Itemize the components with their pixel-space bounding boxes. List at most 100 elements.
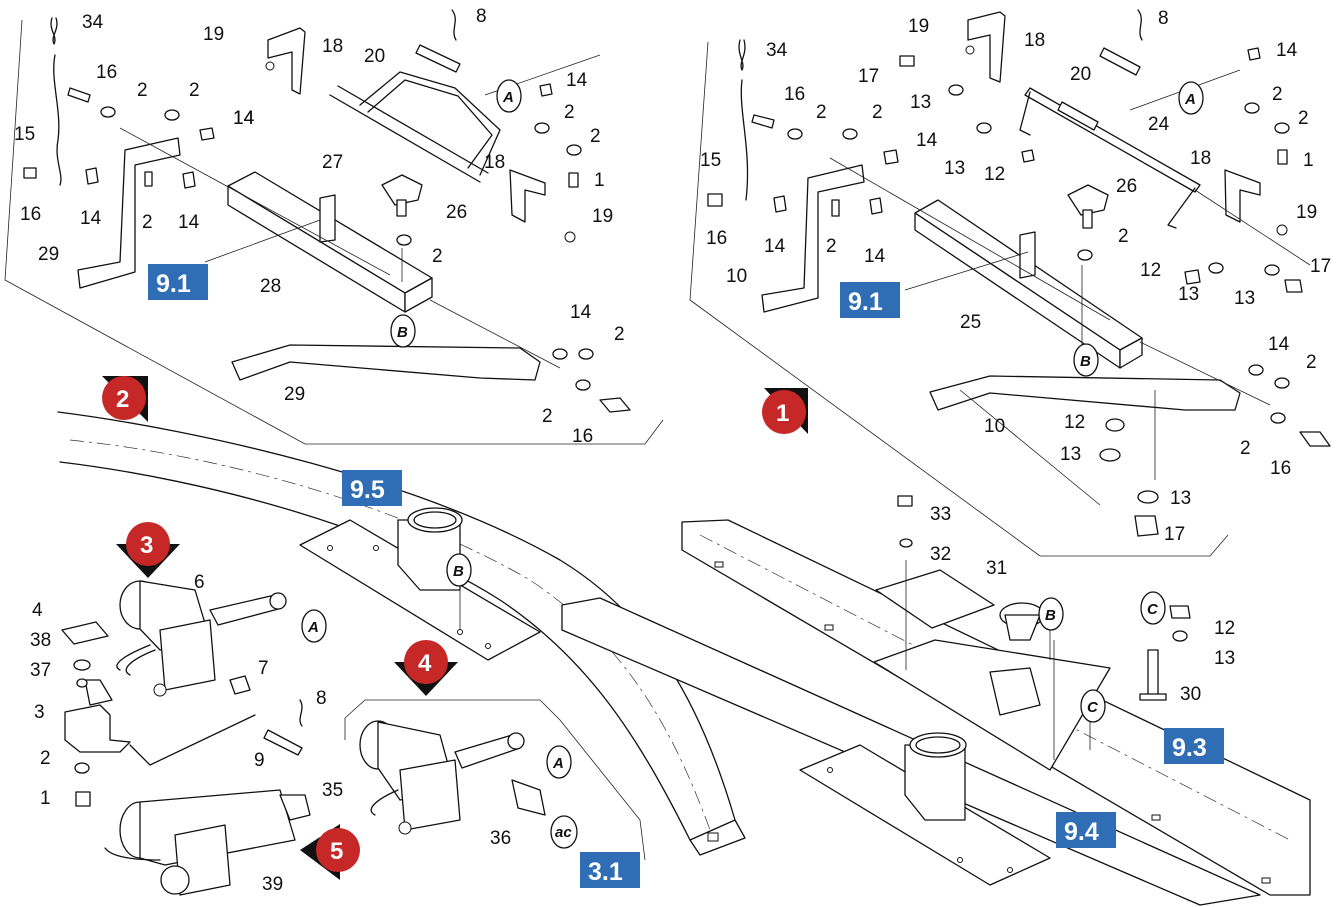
callout: 2 bbox=[1272, 84, 1283, 105]
assembly-frame-left bbox=[4, 19, 664, 445]
callout: 14 bbox=[233, 108, 255, 129]
callout: 27 bbox=[322, 152, 343, 173]
callout: 12 bbox=[1140, 260, 1161, 281]
callout: 9 bbox=[254, 750, 265, 771]
callout: 2 bbox=[189, 80, 200, 101]
callout: 26 bbox=[446, 202, 467, 223]
callout: 14 bbox=[916, 130, 938, 151]
ref-box-9-1-left[interactable]: 9.1 bbox=[148, 264, 208, 300]
callout: 39 bbox=[262, 874, 283, 895]
callout: 10 bbox=[726, 266, 747, 287]
callout: 19 bbox=[1296, 202, 1317, 223]
callout: 1 bbox=[1303, 150, 1314, 171]
marker-a-left: A bbox=[496, 79, 522, 113]
step-badge-1: 1 bbox=[762, 388, 808, 434]
marker-b-plate: B bbox=[1038, 597, 1064, 631]
callout: 14 bbox=[178, 212, 200, 233]
callout: 18 bbox=[1024, 30, 1045, 51]
callout: 35 bbox=[322, 780, 343, 801]
ref-box-9-4[interactable]: 9.4 bbox=[1056, 812, 1116, 848]
marker-a-right: A bbox=[1178, 81, 1204, 115]
assembly-frame-right bbox=[689, 41, 1229, 557]
callout: 7 bbox=[258, 658, 269, 679]
svg-text:3: 3 bbox=[140, 532, 153, 559]
svg-text:C: C bbox=[1147, 601, 1159, 618]
callout: 24 bbox=[1148, 114, 1170, 135]
callout: 2 bbox=[564, 102, 575, 123]
ref-box-9-5[interactable]: 9.5 bbox=[342, 470, 402, 506]
callout: 16 bbox=[572, 426, 593, 447]
callout: 13 bbox=[1178, 284, 1199, 305]
callout: 26 bbox=[1116, 176, 1137, 197]
callout: 2 bbox=[137, 80, 148, 101]
callout-numbers: 34 16 2 2 14 15 14 16 14 2 14 29 19 18 2… bbox=[14, 6, 1331, 895]
callout: 14 bbox=[1268, 334, 1290, 355]
svg-text:A: A bbox=[552, 755, 564, 772]
ref-box-3-1[interactable]: 3.1 bbox=[580, 852, 640, 888]
callout: 28 bbox=[260, 276, 281, 297]
callout: 15 bbox=[700, 150, 721, 171]
callout: 2 bbox=[826, 236, 837, 257]
callout: 2 bbox=[432, 246, 443, 267]
step-badge-5: 5 bbox=[300, 824, 360, 880]
callout: 18 bbox=[322, 36, 343, 57]
callout: 14 bbox=[233, 108, 255, 129]
callout: 34 bbox=[766, 40, 788, 61]
callout: 13 bbox=[910, 92, 931, 113]
callout: 2 bbox=[816, 102, 827, 123]
callout: 19 bbox=[592, 206, 613, 227]
callout: 17 bbox=[1164, 524, 1185, 545]
callout: 30 bbox=[1180, 684, 1201, 705]
callout: 18 bbox=[484, 152, 505, 173]
marker-c-plate: C bbox=[1080, 689, 1106, 723]
callout: 16 bbox=[96, 62, 117, 83]
callout: 12 bbox=[1214, 618, 1235, 639]
callout: 31 bbox=[986, 558, 1007, 579]
assembly-frame-motor bbox=[344, 699, 646, 861]
svg-text:9.4: 9.4 bbox=[1064, 818, 1099, 846]
svg-text:9.1: 9.1 bbox=[156, 270, 191, 298]
callout: 37 bbox=[30, 660, 51, 681]
svg-text:2: 2 bbox=[116, 386, 129, 413]
callout: 13 bbox=[1060, 444, 1081, 465]
ref-box-9-1-right[interactable]: 9.1 bbox=[840, 282, 900, 318]
svg-text:C: C bbox=[1087, 699, 1099, 716]
svg-text:B: B bbox=[453, 563, 464, 580]
svg-text:A: A bbox=[1184, 91, 1196, 108]
callout: 20 bbox=[1070, 64, 1091, 85]
callout: 14 bbox=[1276, 40, 1298, 61]
marker-b-left: B bbox=[390, 314, 416, 348]
svg-text:A: A bbox=[502, 89, 514, 106]
marker-b-rail: B bbox=[446, 553, 472, 587]
callout: 15 bbox=[14, 124, 35, 145]
callout: 1 bbox=[40, 788, 51, 809]
callout: 14 bbox=[764, 236, 786, 257]
ref-box-9-3[interactable]: 9.3 bbox=[1164, 728, 1224, 764]
step-badge-2: 2 bbox=[102, 376, 148, 422]
callout: 29 bbox=[38, 244, 59, 265]
callout: 13 bbox=[1170, 488, 1191, 509]
callout: 8 bbox=[476, 6, 487, 27]
callout: 19 bbox=[908, 16, 929, 37]
marker-a-4: A bbox=[546, 745, 572, 779]
callout: 2 bbox=[590, 126, 601, 147]
marker-b-right: B bbox=[1073, 343, 1099, 377]
callout: 2 bbox=[40, 748, 51, 769]
bracket-plate-31 bbox=[873, 560, 1111, 771]
motor-assembly-4 bbox=[359, 720, 546, 835]
callout: 16 bbox=[20, 204, 41, 225]
svg-text:3.1: 3.1 bbox=[588, 858, 623, 886]
callout: 14 bbox=[80, 208, 102, 229]
callout: 13 bbox=[944, 158, 965, 179]
callout: 6 bbox=[194, 572, 205, 593]
marker-a-3: A bbox=[301, 609, 327, 643]
svg-text:4: 4 bbox=[418, 650, 432, 677]
callout: 34 bbox=[82, 12, 104, 33]
callout: 25 bbox=[960, 312, 981, 333]
callout: 3 bbox=[34, 702, 45, 723]
svg-text:9.3: 9.3 bbox=[1172, 734, 1207, 762]
svg-text:1: 1 bbox=[776, 400, 789, 427]
callout: 17 bbox=[858, 66, 879, 87]
callout: 20 bbox=[364, 46, 385, 67]
